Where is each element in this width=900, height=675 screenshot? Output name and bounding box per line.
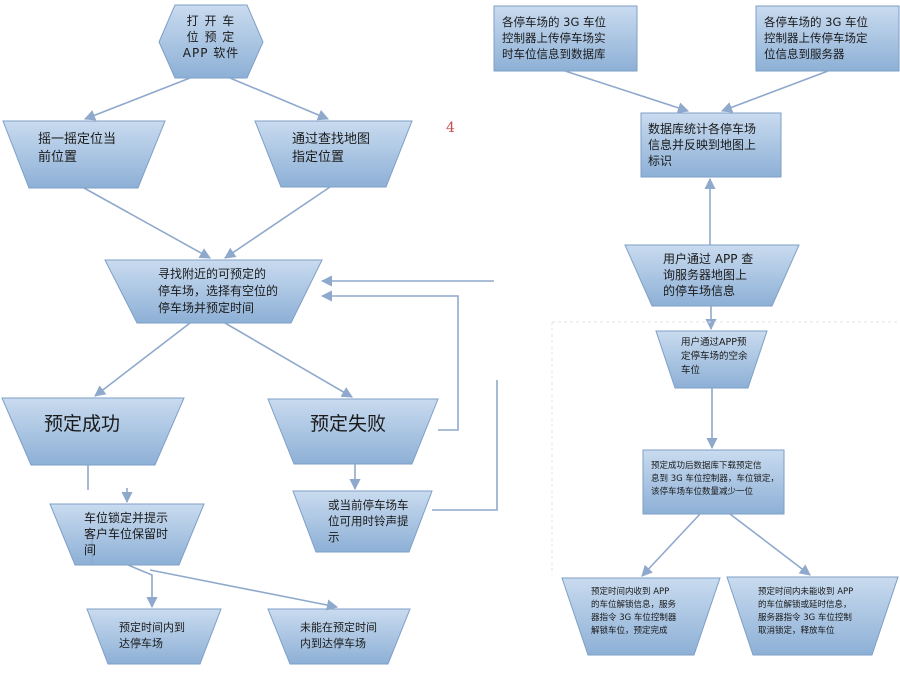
arrow-location-to-stats: [720, 70, 829, 113]
release-space-label: 预定时间内未能收到 APP 的车位解锁或延时信息， 服务器指令 3G 车位控制 …: [758, 587, 854, 636]
page-marker: 4: [446, 120, 455, 136]
search-parking-node: [104, 259, 323, 324]
realtime-upload-node: [493, 5, 638, 72]
unlock-complete-node: [561, 577, 721, 656]
miss-time-node: [267, 608, 411, 665]
lock-space-label: 车位锁定并提示 客户车位保留时 间: [84, 511, 169, 557]
connector-ring-right: [432, 380, 498, 511]
app-query-label: 用户通过 APP 查 询服务器地图上 的停车场信息: [663, 252, 754, 298]
release-space-node: [726, 576, 899, 656]
download-lock-node: [642, 449, 785, 515]
miss-time-label: 未能在预定时间 内到达停车场: [300, 621, 377, 650]
arrow-download-to-release: [729, 513, 811, 576]
reserve-success-node: [1, 397, 185, 466]
arrive-on-time-label: 预定时间内到 达停车场: [119, 621, 185, 650]
arrive-on-time-node: [86, 608, 222, 665]
app-reserve-label: 用户通过APP预 定停车场的空余 车位: [681, 337, 748, 376]
arrow-shake-to-search: [83, 187, 211, 259]
arrow-search-to-success: [94, 322, 191, 397]
download-lock-label: 预定成功后数据库下载预定信 息到 3G 车位控制器，车位锁定， 该停车场车位数量…: [651, 461, 779, 497]
reserve-success-label: 预定成功: [44, 413, 121, 435]
reserve-fail-label: 预定失败: [310, 413, 387, 435]
lock-space-node: [49, 503, 205, 566]
reserve-fail-node: [267, 398, 439, 465]
arrow-lock-to-arrive: [127, 564, 158, 609]
arrow-lock-to-miss: [149, 569, 339, 611]
map-locate-node: [254, 120, 413, 188]
arrow-realtime-to-stats: [564, 70, 690, 114]
search-parking-label: 寻找附近的可预定的 停车场，选择有空位的 停车场并预定时间: [158, 267, 279, 315]
start-hexagon: [158, 4, 264, 79]
arrow-search-to-fail: [224, 322, 353, 398]
arrow-download-to-unlock: [641, 513, 701, 577]
shake-locate-node: [2, 120, 166, 189]
location-upload-label: 各停车场的 3G 车位 控制器上传停车场定 位信息到服务器: [764, 15, 869, 61]
arrow-start-to-shake: [83, 77, 191, 121]
start-label: 打 开 车 位 预 定 APP 软件: [182, 14, 240, 60]
app-reserve-node: [655, 330, 768, 389]
database-stats-label: 数据库统计各停车场 信息并反映到地图上 标识: [648, 122, 757, 168]
location-upload-node: [755, 5, 900, 72]
arrow-map-to-search: [224, 186, 331, 259]
arrow-fail-loop: [320, 290, 459, 431]
app-query-node: [624, 244, 800, 307]
shake-locate-label: 摇一摇定位当 前位置: [38, 132, 117, 165]
map-locate-label: 通过查找地图 指定位置: [292, 132, 371, 165]
database-stats-node: [640, 112, 782, 178]
ring-notify-node: [292, 490, 433, 553]
ring-notify-label: 或当前停车场车 位可用时铃声提 示: [328, 498, 409, 544]
unlock-complete-label: 预定时间内收到 APP 的车位解锁信息，服务 器指令 3G 车位控制器 解锁车位…: [591, 587, 677, 636]
realtime-upload-label: 各停车场的 3G 车位 控制器上传停车场实 时车位信息到数据库: [502, 15, 607, 61]
arrow-start-to-map: [229, 77, 330, 121]
